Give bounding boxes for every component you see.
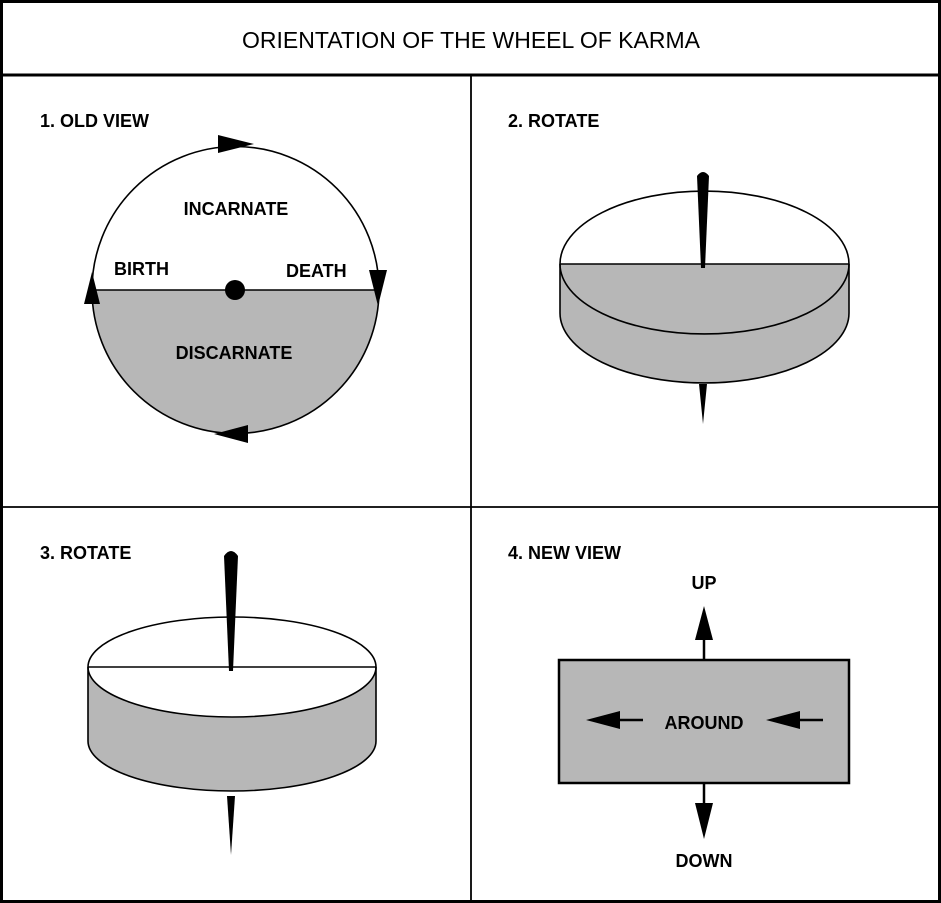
panel-rotate-1: 2. ROTATE bbox=[508, 111, 850, 424]
arrow-left-icon bbox=[586, 711, 620, 729]
arrowhead-icon bbox=[84, 272, 100, 304]
disk-bottom-rim bbox=[559, 312, 850, 384]
arrowhead-icon bbox=[214, 425, 248, 443]
panel-label: 1. OLD VIEW bbox=[40, 111, 149, 131]
death-label: DEATH bbox=[286, 261, 347, 281]
arrowhead-icon bbox=[369, 270, 387, 306]
disk-front-rim bbox=[559, 263, 850, 335]
incarnate-label: INCARNATE bbox=[184, 199, 289, 219]
page-title: ORIENTATION OF THE WHEEL OF KARMA bbox=[242, 27, 701, 53]
arrow-up-icon bbox=[695, 606, 713, 640]
spindle-icon bbox=[697, 172, 709, 268]
spindle-icon bbox=[227, 796, 235, 855]
disk-side bbox=[88, 667, 376, 791]
panel-rotate-2: 3. ROTATE bbox=[40, 543, 377, 855]
arrow-down-icon bbox=[695, 803, 713, 839]
arrow-left-icon bbox=[766, 711, 800, 729]
disk-front-rim bbox=[87, 666, 377, 718]
up-label: UP bbox=[691, 573, 716, 593]
down-label: DOWN bbox=[676, 851, 733, 871]
birth-label: BIRTH bbox=[114, 259, 169, 279]
panel-old-view: 1. OLD VIEW INCARNATE BIRTH DEATH DISCAR… bbox=[40, 111, 387, 443]
panel-label: 4. NEW VIEW bbox=[508, 543, 621, 563]
around-label: AROUND bbox=[665, 713, 744, 733]
panel-new-view: 4. NEW VIEW UP DOWN AROUND bbox=[508, 543, 851, 871]
discarnate-region bbox=[92, 290, 379, 434]
hub-dot bbox=[225, 280, 245, 300]
spindle-icon bbox=[699, 384, 707, 424]
disk-bottom-rim bbox=[87, 740, 377, 792]
panel-label: 3. ROTATE bbox=[40, 543, 131, 563]
panel-label: 2. ROTATE bbox=[508, 111, 599, 131]
discarnate-label: DISCARNATE bbox=[176, 343, 293, 363]
spindle-icon bbox=[224, 551, 238, 671]
disk-side bbox=[560, 264, 849, 383]
arrowhead-icon bbox=[218, 135, 254, 153]
